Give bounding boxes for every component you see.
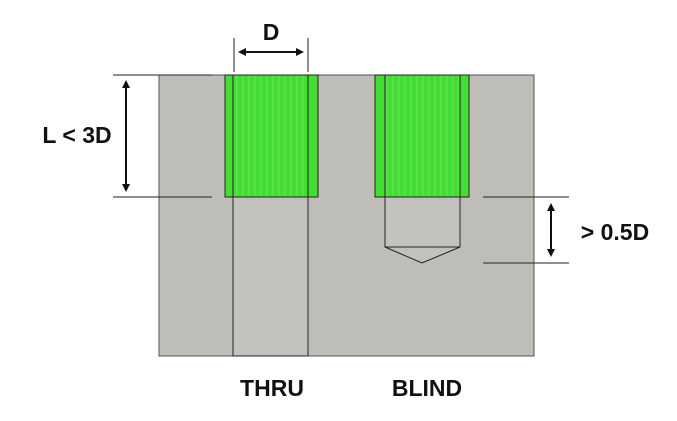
blind-hole — [374, 74, 470, 264]
thru-hole — [224, 74, 319, 357]
blind-label: BLIND — [392, 375, 462, 401]
material-block — [158, 74, 535, 357]
length-dimension — [113, 74, 212, 198]
length-label: L < 3D — [42, 122, 111, 148]
diameter-dimension — [233, 38, 309, 72]
depth-label: > 0.5D — [581, 219, 649, 245]
thru-label: THRU — [240, 375, 304, 401]
depth-dimension — [483, 196, 569, 264]
diameter-label: D — [263, 19, 280, 45]
